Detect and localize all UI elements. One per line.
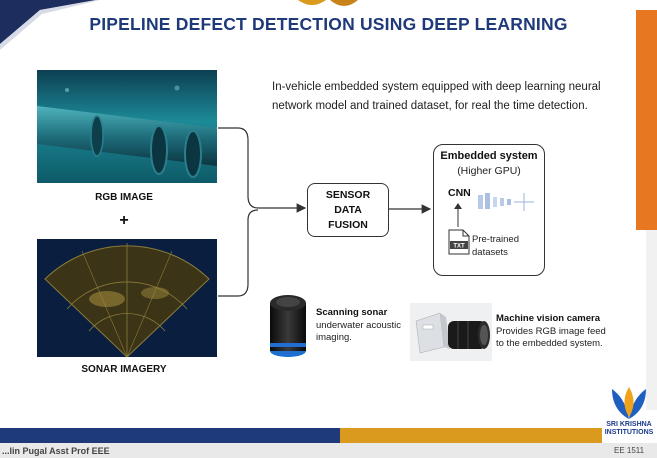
scanning-sonar-device-image: [270, 295, 306, 357]
embedded-system-box: Embedded system (Higher GPU) CNN TXT Pre…: [433, 144, 545, 276]
right-light-bar: [646, 230, 657, 410]
bottom-gold-bar: [340, 428, 602, 443]
rgb-to-fusion-arrow: [218, 127, 307, 213]
slide-title: PIPELINE DEFECT DETECTION USING DEEP LEA…: [89, 14, 568, 34]
sonar-to-fusion-line: [218, 209, 259, 297]
up-arrow-icon: [454, 203, 462, 227]
cnn-label: CNN: [448, 187, 471, 199]
top-left-banner-edge: [0, 0, 100, 50]
system-description: In-vehicle embedded system equipped with…: [272, 81, 601, 112]
footer-presenter-text: ...lin Pugal Asst Prof EEE: [2, 446, 110, 456]
sri-krishna-logo-text: SRI KRISHNA INSTITUTIONS: [604, 421, 654, 436]
machine-vision-camera-description: Provides RGB image feed to the embedded …: [496, 326, 606, 349]
right-orange-bar: [636, 10, 657, 230]
rgb-image-label: RGB IMAGE: [95, 192, 153, 203]
sonar-imagery-label: SONAR IMAGERY: [81, 364, 167, 375]
machine-vision-camera-title: Machine vision camera: [496, 313, 601, 324]
plus-sign: +: [119, 212, 129, 229]
footer-page-number: EE 1511: [614, 446, 645, 455]
scanning-sonar-description: underwater acoustic imaging.: [316, 320, 402, 343]
pretrained-datasets-label: Pre-trained datasets: [472, 234, 519, 258]
txt-file-tag: TXT: [453, 244, 465, 250]
top-left-banner: [0, 0, 96, 44]
footer-strip: [0, 443, 657, 458]
scanning-sonar-title: Scanning sonar: [316, 307, 388, 318]
cnn-network-icon: [478, 193, 534, 211]
sri-krishna-logo-icon: [612, 387, 646, 419]
sensor-data-fusion-box: SENSOR DATA FUSION: [307, 183, 389, 237]
embedded-system-subtitle: (Higher GPU): [457, 165, 521, 177]
machine-vision-camera-image: [410, 303, 492, 361]
rgb-pipeline-image: [37, 70, 217, 183]
txt-file-icon: TXT: [448, 229, 470, 255]
sensor-data-fusion-label: SENSOR DATA FUSION: [325, 188, 371, 231]
top-ornament-2: [330, 0, 358, 6]
embedded-system-title: Embedded system: [440, 150, 538, 162]
sonar-imagery-image: [37, 239, 217, 357]
bottom-blue-bar: [0, 428, 340, 443]
top-ornament: [298, 0, 326, 5]
